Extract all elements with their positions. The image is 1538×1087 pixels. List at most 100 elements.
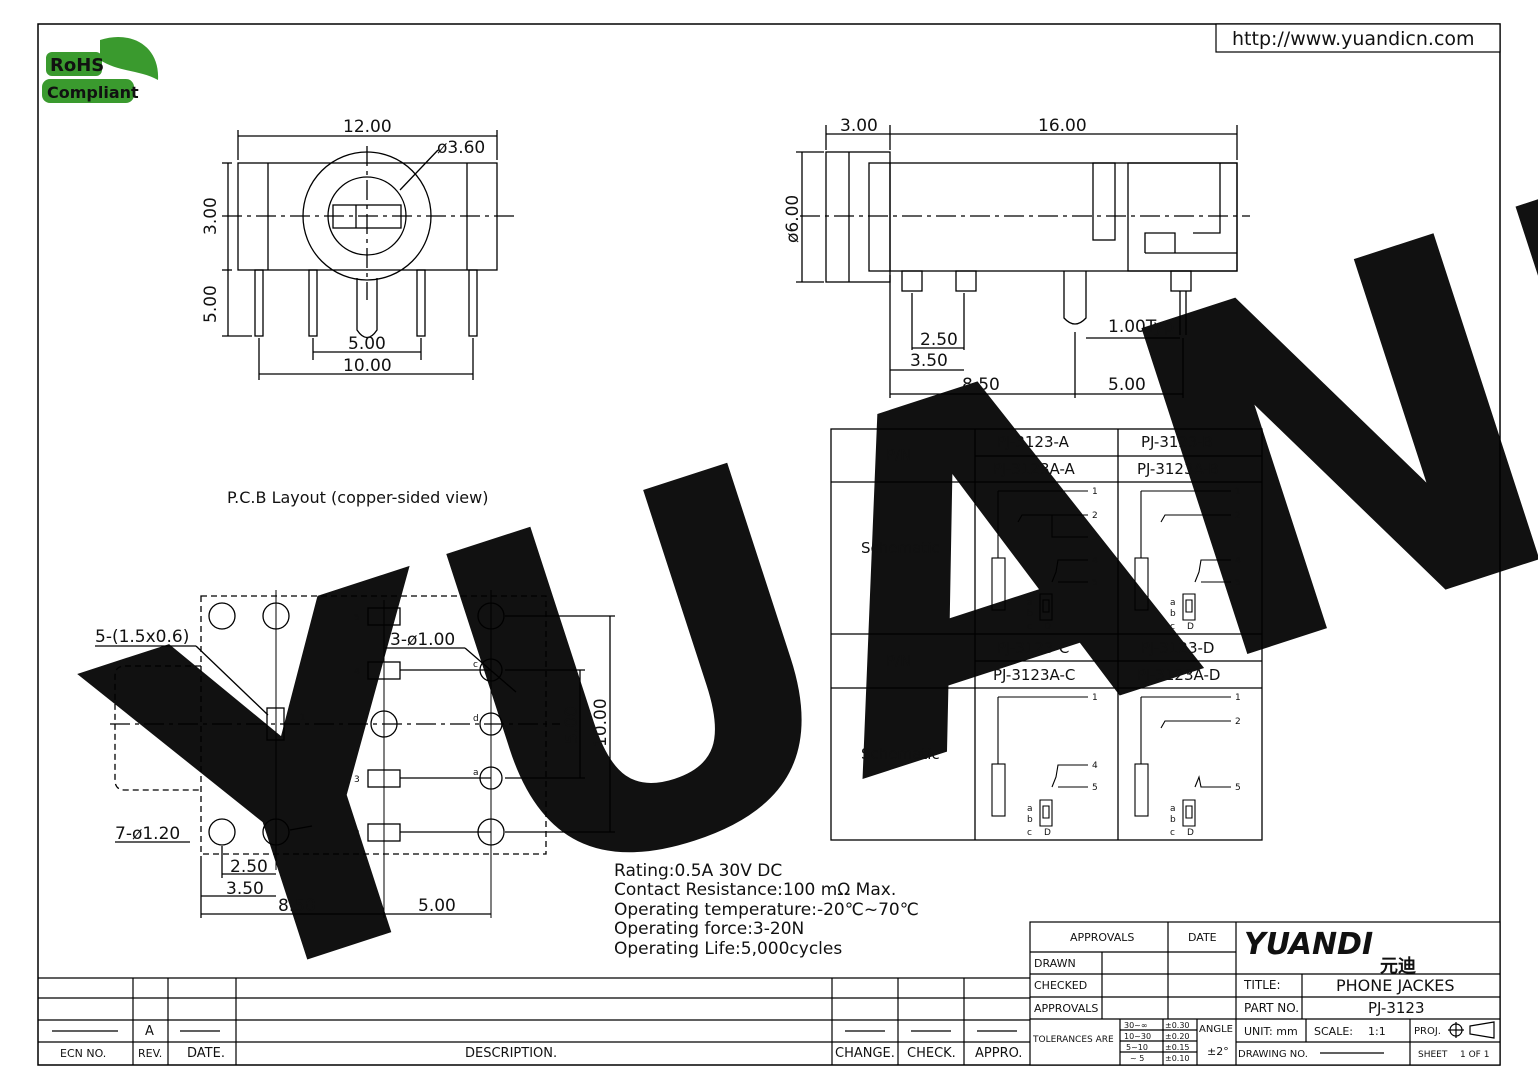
svg-text:b: b bbox=[1027, 609, 1033, 619]
pcb-dim-5-00b: 5.00 bbox=[418, 896, 456, 916]
change-label: CHANGE. bbox=[835, 1046, 895, 1061]
svg-text:c: c bbox=[1027, 622, 1032, 632]
pcb-dim-8-50: 8.50 bbox=[278, 896, 316, 916]
svg-text:1: 1 bbox=[1092, 693, 1098, 703]
angle-value: ±2° bbox=[1207, 1045, 1229, 1058]
pn-ab: PJ-3123A-B bbox=[1137, 460, 1219, 478]
pn-label-1: P/N bbox=[886, 446, 911, 464]
spec-force: Operating force:3-20N bbox=[614, 919, 804, 939]
schematic-labels: 1 2 3 4 5 a b c D 1 2 4 5 a b c D 1 4 5 … bbox=[1027, 487, 1241, 838]
leaf-icon bbox=[100, 36, 159, 80]
svg-text:4: 4 bbox=[354, 667, 360, 677]
title-label: TITLE: bbox=[1243, 978, 1281, 992]
dim-1-00-typ: 1.00Typ bbox=[1108, 317, 1174, 337]
pcb-dim-2-50: 2.50 bbox=[230, 857, 268, 877]
pn-table bbox=[830, 428, 1263, 841]
dim-3-00-front: 3.00 bbox=[840, 116, 878, 136]
pn-b: PJ-3123-B bbox=[1141, 433, 1213, 451]
side-view-dims: 3.00 16.00 ø6.00 2.50 3.50 1.00Typ 8.50 … bbox=[783, 116, 1174, 395]
description-label: DESCRIPTION. bbox=[465, 1046, 557, 1061]
pcb-pin-labels: 5 4 1 3 2 c d a bbox=[300, 613, 479, 839]
pcb-large-holes: 7-ø1.20 bbox=[115, 824, 180, 844]
svg-text:±0.20: ±0.20 bbox=[1165, 1032, 1190, 1041]
pcb-dims: 5-(1.5x0.6) 3-ø1.00 7-ø1.20 5.00 10.00 2… bbox=[95, 627, 611, 916]
schematics bbox=[991, 490, 1231, 827]
svg-text:c: c bbox=[1027, 828, 1032, 838]
website-url: http://www.yuandicn.com bbox=[1232, 28, 1475, 50]
revision-block bbox=[38, 977, 1030, 1065]
svg-text:4: 4 bbox=[1235, 556, 1241, 566]
side-flange bbox=[825, 151, 891, 283]
rohs-logo: RoHS Compliant bbox=[42, 36, 159, 103]
dim-2-50: 2.50 bbox=[920, 330, 958, 350]
svg-text:a: a bbox=[1027, 804, 1033, 814]
svg-text:5: 5 bbox=[1235, 578, 1241, 588]
svg-text:c: c bbox=[473, 660, 478, 670]
svg-text:2: 2 bbox=[1235, 717, 1241, 727]
brand-name: YUANDI bbox=[1244, 927, 1373, 962]
angle-label: ANGLE bbox=[1199, 1024, 1233, 1035]
svg-text:±0.15: ±0.15 bbox=[1165, 1043, 1190, 1052]
spec-rating: Rating:0.5A 30V DC bbox=[614, 861, 782, 881]
pcb-layout bbox=[95, 590, 615, 918]
svg-text:b: b bbox=[1027, 815, 1033, 825]
svg-text:a: a bbox=[1170, 804, 1176, 814]
svg-text:c: c bbox=[1170, 622, 1175, 632]
svg-text:5: 5 bbox=[1235, 783, 1241, 793]
svg-text:±0.30: ±0.30 bbox=[1165, 1021, 1190, 1030]
dim-12-00: 12.00 bbox=[343, 117, 392, 137]
proj-label: PROJ. bbox=[1414, 1026, 1441, 1037]
svg-text:±0.10: ±0.10 bbox=[1165, 1054, 1190, 1063]
rohs-text: RoHS bbox=[50, 55, 104, 76]
pcb-small-holes: 3-ø1.00 bbox=[390, 630, 455, 650]
dim-5-00-height: 5.00 bbox=[201, 285, 221, 323]
revision-text: A ECN NO. REV. DATE. DESCRIPTION. CHANGE… bbox=[60, 1024, 1022, 1061]
svg-text:D: D bbox=[1187, 828, 1194, 838]
compliant-text: Compliant bbox=[47, 83, 139, 102]
approvals-label: APPROVALS bbox=[1034, 1002, 1098, 1015]
spec-life: Operating Life:5,000cycles bbox=[614, 939, 842, 959]
svg-text:1: 1 bbox=[1235, 693, 1241, 703]
dim-3-50: 3.50 bbox=[910, 351, 948, 371]
tolerances-label: TOLERANCES ARE bbox=[1032, 1035, 1114, 1045]
svg-text:30~∞: 30~∞ bbox=[1124, 1021, 1148, 1030]
pn-d: PJ-3123-D bbox=[1141, 639, 1214, 657]
dim-10-00: 10.00 bbox=[343, 356, 392, 376]
svg-text:~ 5: ~ 5 bbox=[1130, 1054, 1144, 1063]
spec-resistance: Contact Resistance:100 mΩ Max. bbox=[614, 880, 896, 900]
svg-text:4: 4 bbox=[1092, 761, 1098, 771]
date-header: DATE bbox=[1188, 931, 1217, 944]
dim-dia-6: ø6.00 bbox=[783, 195, 803, 243]
title-block-text: APPROVALS DATE DRAWN CHECKED APPROVALS T… bbox=[1032, 931, 1489, 1063]
ecn-label: ECN NO. bbox=[60, 1047, 106, 1060]
part-value: PJ-3123 bbox=[1368, 999, 1425, 1017]
svg-text:b: b bbox=[1170, 815, 1176, 825]
svg-text:3: 3 bbox=[1092, 533, 1098, 543]
date-label: DATE. bbox=[187, 1046, 225, 1061]
scale-label: SCALE: bbox=[1314, 1025, 1353, 1038]
approvals-header: APPROVALS bbox=[1070, 931, 1134, 944]
dim-3-00: 3.00 bbox=[201, 197, 221, 235]
pn-c: PJ-3123-C bbox=[997, 639, 1069, 657]
url-box: http://www.yuandicn.com bbox=[1215, 23, 1501, 53]
front-view-dims: 12.00 ø3.60 3.00 5.00 5.00 10.00 bbox=[201, 117, 485, 376]
side-view bbox=[796, 125, 1250, 398]
svg-text:5~10: 5~10 bbox=[1126, 1043, 1148, 1052]
svg-text:5: 5 bbox=[1092, 578, 1098, 588]
drawn-label: DRAWN bbox=[1034, 957, 1076, 970]
pcb-dim-5-00: 5.00 bbox=[562, 706, 582, 744]
pn-aa: PJ-3123A-A bbox=[993, 460, 1076, 478]
checked-label: CHECKED bbox=[1034, 979, 1087, 992]
svg-text:c: c bbox=[1170, 828, 1175, 838]
dim-16-00: 16.00 bbox=[1038, 116, 1087, 136]
pn-label-2: P/N bbox=[886, 652, 911, 670]
unit-label: UNIT: mm bbox=[1244, 1025, 1298, 1038]
pcb-dim-10-00: 10.00 bbox=[591, 698, 611, 747]
svg-text:a: a bbox=[1027, 598, 1033, 608]
svg-text:5: 5 bbox=[354, 613, 360, 623]
svg-text:a: a bbox=[1170, 598, 1176, 608]
sheet-value: 1 OF 1 bbox=[1460, 1050, 1489, 1060]
svg-text:D: D bbox=[1187, 622, 1194, 632]
schematic-label-2: Schematic bbox=[861, 745, 940, 763]
